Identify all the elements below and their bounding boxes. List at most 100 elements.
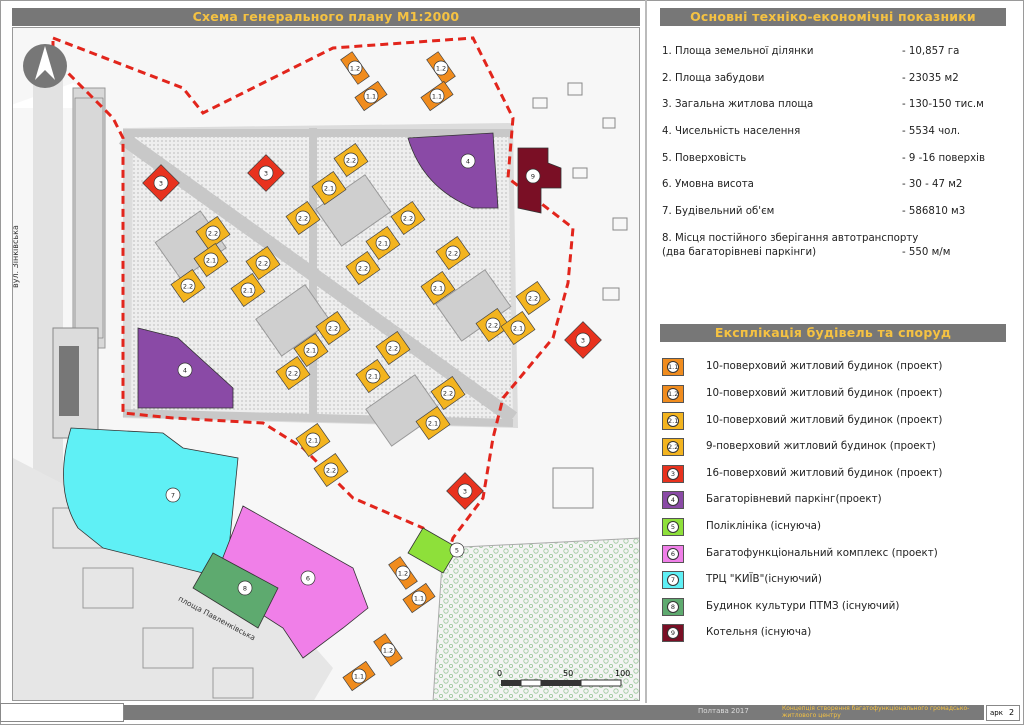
building-label: 2.2 xyxy=(288,370,298,378)
legend-code: 2.2 xyxy=(667,441,679,453)
building-2-2[interactable]: 2.2 xyxy=(345,251,381,285)
building-2-2[interactable]: 2.2 xyxy=(515,281,551,315)
building-culture-8 xyxy=(192,552,279,629)
building-3[interactable]: 3 xyxy=(564,321,602,359)
legend-text: 16-поверховий житловий будинок (проект) xyxy=(706,467,943,479)
building-label: 3 xyxy=(159,180,163,188)
panel-divider xyxy=(645,0,647,703)
param-row: 5. Поверховість- 9 -16 поверхів xyxy=(662,153,1008,169)
param-label: 6. Умовна висота xyxy=(662,179,754,190)
scale-label-100: 100 xyxy=(615,669,631,678)
building-label: 9 xyxy=(531,173,535,181)
legend-swatch: 1.1 xyxy=(662,358,684,376)
building-label: 1.2 xyxy=(350,65,360,73)
footer-sheet-number: 2 xyxy=(1009,708,1015,717)
building-9[interactable]: 9 xyxy=(525,168,541,184)
building-3[interactable]: 3 xyxy=(142,164,180,202)
building-2-1[interactable]: 2.1 xyxy=(420,271,456,305)
building-2-2[interactable]: 2.2 xyxy=(313,453,349,487)
param-label: 1. Площа земельної ділянки xyxy=(662,46,814,57)
footer-sheet: арк 2 xyxy=(986,705,1020,721)
param-label: 3. Загальна житлова площа xyxy=(662,99,814,110)
building-2-1[interactable]: 2.1 xyxy=(415,406,451,440)
footer-bar xyxy=(124,705,984,720)
building-2-1[interactable]: 2.1 xyxy=(293,333,329,367)
building-1-1[interactable]: 1.1 xyxy=(342,660,376,692)
building-2-2[interactable]: 2.2 xyxy=(375,331,411,365)
building-label: 2.1 xyxy=(308,437,318,445)
building-2-2[interactable]: 2.2 xyxy=(245,246,281,280)
building-2-2[interactable]: 2.2 xyxy=(170,269,206,303)
street-label-zinkivska: вул. Зінківська xyxy=(12,225,20,288)
building-2-2[interactable]: 2.2 xyxy=(435,236,471,270)
building-2-1[interactable]: 2.1 xyxy=(193,243,229,277)
building-8[interactable]: 8 xyxy=(237,580,253,596)
param-label: 8. Місця постійного зберігання автотранс… xyxy=(662,233,919,244)
building-3[interactable]: 3 xyxy=(446,472,484,510)
legend-text: 10-поверховий житловий будинок (проект) xyxy=(706,414,943,426)
param-value: - 586810 м3 xyxy=(902,206,966,217)
param-value: - 9 -16 поверхів xyxy=(902,153,986,164)
building-2-2[interactable]: 2.2 xyxy=(390,201,426,235)
building-label: 4 xyxy=(466,158,470,166)
building-label: 3 xyxy=(264,170,268,178)
building-trc-kyiv xyxy=(63,427,239,574)
legend-code: 6 xyxy=(667,548,679,560)
legend-swatch: 3 xyxy=(662,465,684,483)
building-1-1[interactable]: 1.1 xyxy=(402,582,436,614)
building-2-2[interactable]: 2.2 xyxy=(475,308,511,342)
building-2-2[interactable]: 2.2 xyxy=(430,376,466,410)
legend-swatch: 8 xyxy=(662,598,684,616)
building-label: 2.1 xyxy=(324,185,334,193)
building-label: 7 xyxy=(171,492,175,500)
building-2-2[interactable]: 2.2 xyxy=(275,356,311,390)
param-row: 3. Загальна житлова площа- 130-150 тис.м xyxy=(662,99,1008,115)
building-1-2[interactable]: 1.2 xyxy=(373,633,403,667)
site-boundary xyxy=(51,35,575,572)
param-row: 1. Площа земельної ділянки- 10,857 га xyxy=(662,46,1008,62)
building-label: 2.1 xyxy=(306,347,316,355)
legend-code: 1.2 xyxy=(667,388,679,400)
building-label: 5 xyxy=(455,547,459,555)
building-label: 1.2 xyxy=(436,65,446,73)
building-1-2[interactable]: 1.2 xyxy=(388,556,418,590)
building-2-1[interactable]: 2.1 xyxy=(355,359,391,393)
legend-swatch: 4 xyxy=(662,491,684,509)
scale-label-50: 50 xyxy=(563,669,574,678)
building-2-2[interactable]: 2.2 xyxy=(315,311,351,345)
building-2-2[interactable]: 2.2 xyxy=(285,201,321,235)
building-1-1[interactable]: 1.1 xyxy=(354,80,388,112)
building-label: 2.2 xyxy=(258,260,268,268)
param-label: 2. Площа забудови xyxy=(662,73,765,84)
building-label: 2.2 xyxy=(358,265,368,273)
building-label: 3 xyxy=(581,337,585,345)
building-label: 2.2 xyxy=(298,215,308,223)
building-2-1[interactable]: 2.1 xyxy=(365,226,401,260)
building-2-2[interactable]: 2.2 xyxy=(333,143,369,177)
building-label: 1.2 xyxy=(383,647,393,655)
building-5[interactable]: 5 xyxy=(449,542,465,558)
building-6[interactable]: 6 xyxy=(300,570,316,586)
building-2-1[interactable]: 2.1 xyxy=(230,273,266,307)
building-2-1[interactable]: 2.1 xyxy=(311,171,347,205)
building-2-1[interactable]: 2.1 xyxy=(500,311,536,345)
rail-building xyxy=(72,87,106,349)
building-4[interactable]: 4 xyxy=(177,362,193,378)
building-4[interactable]: 4 xyxy=(460,153,476,169)
building-7[interactable]: 7 xyxy=(165,487,181,503)
building-1-2[interactable]: 1.2 xyxy=(340,51,370,85)
building-2-1[interactable]: 2.1 xyxy=(295,423,331,457)
building-label: 2.2 xyxy=(346,157,356,165)
building-2-2[interactable]: 2.2 xyxy=(195,216,231,250)
legend-text: ТРЦ "КИЇВ"(існуючий) xyxy=(706,573,822,585)
building-3[interactable]: 3 xyxy=(247,154,285,192)
building-1-2[interactable]: 1.2 xyxy=(426,51,456,85)
building-1-1[interactable]: 1.1 xyxy=(420,80,454,112)
param-label: 7. Будівельний об'єм xyxy=(662,206,775,217)
